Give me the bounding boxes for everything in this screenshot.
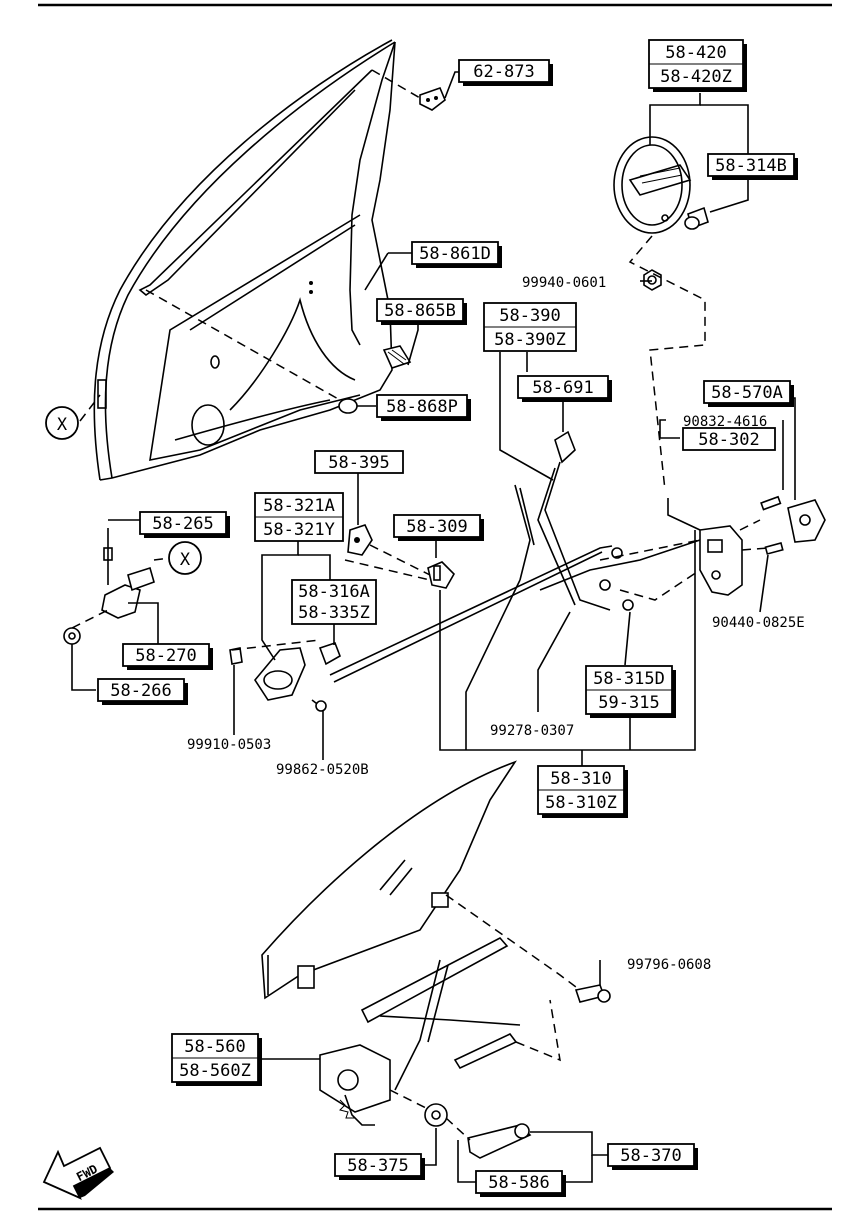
part-label-58-586: 58-586 [475, 1170, 566, 1197]
part-number-99910-0503: 99910-0503 [187, 737, 271, 753]
part-label-58-321a: 58-321A 58-321Y [254, 492, 344, 542]
control-rods [329, 430, 701, 683]
plug-58-865b [382, 345, 412, 369]
part-label-text: 58-865B [384, 301, 456, 321]
clip-58-395 [347, 524, 373, 556]
part-label-text: 58-420 [665, 43, 726, 63]
reference-marker-right: X [168, 541, 202, 575]
part-number-99796-0608: 99796-0608 [627, 957, 711, 973]
reference-marker-left: X [45, 406, 79, 440]
lock-cylinder-assembly [613, 136, 709, 234]
part-label-62-873: 62-873 [458, 59, 553, 86]
seal-58-868p [338, 398, 358, 414]
part-number-99940-0601: 99940-0601 [522, 275, 606, 291]
part-label-text: 58-570A [711, 383, 783, 403]
part-label-58-395: 58-395 [314, 450, 404, 474]
part-label-text: 58-560Z [179, 1061, 251, 1081]
part-label-text: 58-560 [184, 1037, 245, 1057]
part-label-text: 58-310 [550, 769, 611, 789]
dashed-reference-lines [71, 69, 769, 1141]
part-label-text: 62-873 [473, 62, 534, 82]
part-label-text: 58-270 [135, 646, 196, 666]
part-label-58-868p: 58-868P [376, 394, 471, 421]
part-label-text: 58-314B [715, 156, 787, 176]
inner-handle-58-321a [229, 641, 341, 712]
part-label-58-865b: 58-865B [376, 298, 467, 325]
part-label-text: 58-316A [298, 582, 370, 602]
part-label-text: 58-370 [620, 1146, 681, 1166]
part-label-58-316a: 58-316A 58-335Z [291, 579, 377, 625]
part-label-58-266: 58-266 [97, 678, 188, 705]
part-label-text: 58-266 [110, 681, 171, 701]
window-regulator [319, 936, 611, 1159]
part-label-58-370: 58-370 [607, 1143, 698, 1170]
door-shell-drawing [93, 39, 396, 481]
part-label-text: 58-586 [488, 1173, 549, 1193]
part-label-58-315d: 58-315D 59-315 [585, 665, 676, 718]
part-label-58-420: 58-420 58-420Z [648, 39, 747, 92]
part-label-58-861d: 58-861D [411, 241, 502, 268]
part-number-99862-0520b: 99862-0520B [276, 762, 369, 778]
part-label-58-390: 58-390 58-390Z [483, 302, 577, 352]
part-label-58-314b: 58-314B [707, 153, 798, 180]
clip-62-873 [419, 86, 446, 111]
part-label-text: 58-691 [532, 378, 593, 398]
leader-lines [71, 71, 796, 1183]
part-label-text: 58-390 [499, 306, 560, 326]
part-label-58-265: 58-265 [139, 511, 230, 538]
part-label-text: 58-420Z [660, 67, 732, 87]
clip-58-309 [427, 561, 455, 589]
part-label-58-302: 58-302 [682, 427, 776, 451]
door-latch-58-570a [699, 495, 826, 596]
part-label-58-310: 58-310 58-310Z [537, 765, 628, 818]
fwd-arrow-icon: FWD [42, 1146, 114, 1200]
part-label-58-309: 58-309 [393, 514, 484, 541]
part-label-58-691: 58-691 [517, 375, 612, 402]
reference-marker-text: X [180, 550, 191, 570]
part-label-text: 58-315D [593, 669, 665, 689]
part-label-text: 58-395 [328, 453, 389, 473]
part-label-text: 58-310Z [545, 793, 617, 813]
part-number-90440-0825e: 90440-0825E [712, 615, 805, 631]
part-label-58-570a: 58-570A [703, 380, 794, 407]
part-label-58-270: 58-270 [122, 643, 213, 670]
reference-marker-text: X [57, 415, 68, 435]
part-label-text: 58-265 [152, 514, 213, 534]
part-label-text: 58-375 [347, 1156, 408, 1176]
part-label-58-375: 58-375 [334, 1153, 425, 1180]
part-label-text: 58-390Z [494, 330, 566, 350]
part-number-90832-4616: 90832-4616 [683, 414, 767, 430]
part-label-text: 58-335Z [298, 603, 370, 623]
part-label-text: 58-302 [698, 430, 759, 450]
part-label-text: 58-868P [386, 397, 458, 417]
part-label-text: 58-309 [406, 517, 467, 537]
part-label-text: 58-861D [419, 244, 491, 264]
part-label-text: 58-321A [263, 496, 335, 516]
part-label-text: 58-321Y [263, 520, 335, 540]
part-label-58-560: 58-560 58-560Z [171, 1033, 262, 1086]
part-number-99278-0307: 99278-0307 [490, 723, 574, 739]
door-glass [261, 760, 517, 1000]
part-label-text: 59-315 [598, 693, 659, 713]
hinge-58-265 [63, 528, 155, 645]
nut-99940-0601 [643, 269, 662, 291]
